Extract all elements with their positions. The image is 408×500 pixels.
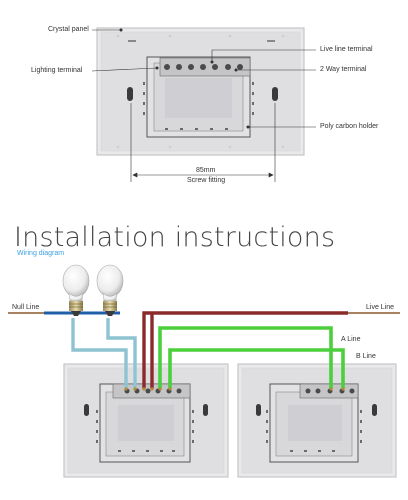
lamp-wires	[71, 318, 137, 389]
live-line-terminal-label: Live line terminal	[320, 46, 373, 53]
left-switch-panel	[63, 363, 229, 478]
a-line-label: A Line	[341, 336, 361, 343]
screw-slot-right	[272, 87, 278, 101]
installation-title: Installation instructions	[14, 222, 336, 253]
light-bulb-icon	[62, 264, 90, 316]
screw-slot-left	[127, 87, 133, 101]
crystal-panel-label: Crystal panel	[48, 26, 89, 33]
top-switch-panel	[96, 27, 305, 156]
b-line-label: B Line	[356, 353, 376, 360]
poly-carbon-holder-label: Poly carbon holder	[320, 123, 379, 130]
live-line-wire	[142, 311, 348, 389]
a-line-wire	[158, 326, 333, 389]
lighting-terminal-label: Lighting terminal	[31, 67, 83, 74]
right-switch-panel	[237, 363, 397, 478]
null-line-label: Null Line	[12, 304, 40, 311]
dimension-label: 85mm	[196, 167, 216, 174]
wiring-diagram-subtitle: Wiring diagram	[17, 250, 65, 257]
top-callout-lines	[91, 28, 316, 182]
screw-fitting-label: Screw fitting	[187, 177, 226, 184]
b-line-wire	[168, 348, 345, 389]
live-line-label: Live Line	[366, 304, 395, 311]
two-way-terminal-label: 2 Way terminal	[320, 66, 367, 73]
light-bulb-icon	[96, 264, 124, 316]
